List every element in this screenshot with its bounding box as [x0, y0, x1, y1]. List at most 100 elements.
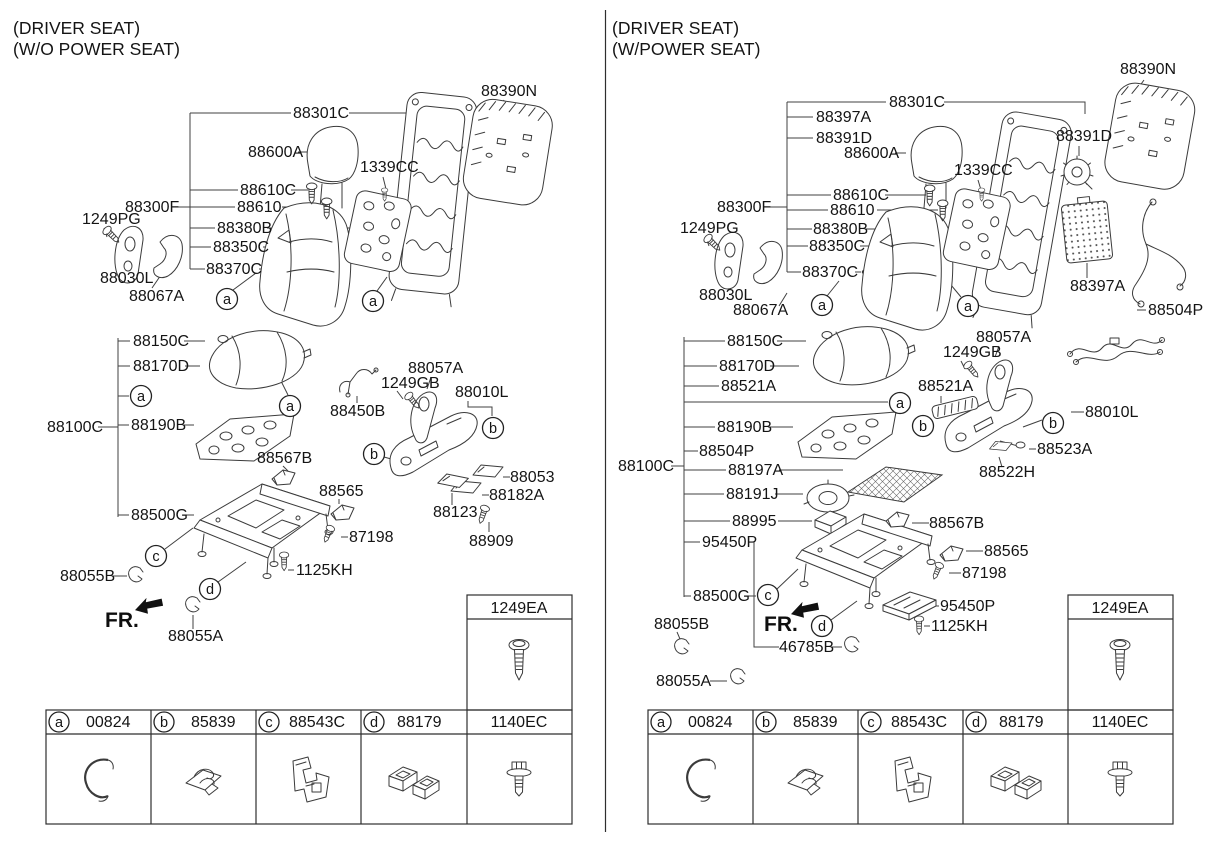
tapping-screw-icon	[1109, 639, 1131, 681]
wire-harness-clip-icon	[787, 768, 824, 796]
hex-flange-bolt-icon	[1107, 761, 1133, 797]
svg-text:b: b	[1049, 416, 1057, 432]
part-label-88190B: 88190B	[717, 419, 772, 436]
part-label-88150C: 88150C	[727, 333, 783, 350]
svg-text:b: b	[160, 715, 168, 731]
hog-ring-clip-icon	[84, 758, 115, 803]
headrest-88600A	[306, 125, 359, 209]
wire-bracket-88450B	[339, 367, 379, 398]
svg-text:d: d	[972, 715, 980, 731]
svg-text:c: c	[152, 549, 159, 565]
right-panel-w-power-seat: (DRIVER SEAT) (W/POWER SEAT)	[612, 18, 1203, 825]
part-label-1339CC: 1339CC	[360, 159, 419, 176]
hex-flange-bolt-icon	[506, 761, 532, 797]
svg-text:b: b	[762, 715, 770, 731]
seat-cushion-88100C	[208, 330, 312, 390]
marker-b: b	[362, 442, 386, 466]
part-label-1125KH: 1125KH	[931, 618, 988, 635]
clip-88055A	[730, 668, 746, 685]
screw-1125KH	[278, 551, 290, 572]
part-label-88170D: 88170D	[719, 358, 775, 375]
legend-part-85839: 85839	[191, 714, 236, 731]
part-label-88397A: 88397A	[816, 109, 871, 126]
right-markers: a a a b b c d	[756, 293, 1065, 638]
left-legend-table: a b c d 00824 85839 88543C 88179 1140EC	[45, 709, 573, 825]
part-label-88397A: 88397A	[1070, 278, 1125, 295]
part-label-88010L: 88010L	[455, 384, 508, 401]
part-label-88057A: 88057A	[976, 329, 1031, 346]
legend-marker-a: a	[650, 711, 672, 733]
left-screw-box-1249EA: 1249EA	[466, 594, 573, 711]
part-label-88504P: 88504P	[699, 443, 754, 460]
left-panel-wo-power-seat: (DRIVER SEAT) (W/O POWER SEAT) a	[13, 18, 573, 825]
marker-a: a	[129, 384, 153, 408]
marker-a: a	[278, 394, 302, 418]
svg-text:b: b	[370, 447, 378, 463]
part-label-88390N: 88390N	[481, 83, 537, 100]
part-label-1249EA: 1249EA	[491, 600, 548, 617]
part-label-88600A: 88600A	[248, 144, 303, 161]
part-label-1249EA: 1249EA	[1092, 600, 1149, 617]
part-label-88909: 88909	[469, 533, 514, 550]
side-shield-88010L	[389, 412, 478, 477]
part-label-1125KH: 1125KH	[296, 562, 353, 579]
part-label-95450P: 95450P	[940, 598, 995, 615]
part-label-88500G: 88500G	[693, 588, 750, 605]
part-label-88380B: 88380B	[813, 221, 868, 238]
part-label-88010L: 88010L	[1085, 404, 1138, 421]
screw-88909	[475, 503, 491, 526]
legend-part-00824: 00824	[86, 714, 131, 731]
double-hook-clamp-clip-icon	[292, 756, 330, 803]
part-label-88600A: 88600A	[844, 145, 899, 162]
part-label-88523A: 88523A	[1037, 441, 1092, 458]
cushion-pad-88190B	[797, 411, 897, 460]
side-covers-88030L-88067A	[714, 231, 783, 290]
part-label-88030L: 88030L	[100, 270, 153, 287]
part-label-88565: 88565	[984, 543, 1029, 560]
part-label-88391D: 88391D	[1056, 128, 1112, 145]
part-label-1249PG: 1249PG	[680, 220, 739, 237]
marker-a: a	[215, 287, 239, 311]
marker-b: b	[481, 416, 505, 440]
controller-95450P	[882, 591, 937, 621]
part-label-88067A: 88067A	[129, 288, 184, 305]
marker-d: d	[198, 577, 222, 601]
screw-88610C	[923, 184, 936, 207]
svg-text:d: d	[370, 715, 378, 731]
part-label-88610: 88610	[830, 202, 875, 219]
part-label-88565: 88565	[319, 483, 364, 500]
svg-text:a: a	[818, 298, 827, 314]
fr-direction-label: FR.	[764, 613, 798, 636]
part-label-88197A: 88197A	[728, 462, 783, 479]
part-label-88567B: 88567B	[257, 450, 312, 467]
left-markers: a a a a b b c d	[129, 287, 505, 601]
part-label-88055A: 88055A	[656, 673, 711, 690]
svg-text:d: d	[206, 582, 214, 598]
legend-part-1140EC: 1140EC	[1092, 714, 1149, 731]
legend-marker-b: b	[153, 711, 175, 733]
wire-harness-clip-icon	[185, 768, 222, 796]
part-label-88057A: 88057A	[408, 360, 463, 377]
clip-88055A	[185, 596, 201, 613]
legend-marker-d: d	[965, 711, 987, 733]
right-screw-box-1249EA: 1249EA	[1067, 594, 1174, 711]
svg-text:b: b	[919, 419, 927, 435]
part-label-87198: 87198	[349, 529, 394, 546]
clip-46785B	[844, 636, 860, 653]
part-label-88100C: 88100C	[618, 458, 674, 475]
left-title-line1: (DRIVER SEAT)	[13, 18, 140, 38]
hog-ring-clip-icon	[686, 758, 717, 803]
part-label-95450P: 95450P	[702, 534, 757, 551]
part-label-1339CC: 1339CC	[954, 162, 1013, 179]
part-label-88123: 88123	[433, 504, 478, 521]
right-title-line1: (DRIVER SEAT)	[612, 18, 739, 38]
legend-part-00824: 00824	[688, 714, 733, 731]
screw-1125KH	[913, 615, 925, 636]
double-box-clip-icon	[990, 766, 1042, 800]
marker-d: d	[810, 614, 834, 638]
legend-part-88543C: 88543C	[891, 714, 947, 731]
legend-part-85839: 85839	[793, 714, 838, 731]
part-label-88450B: 88450B	[330, 403, 385, 420]
part-label-88301C: 88301C	[889, 94, 945, 111]
part-label-88504P: 88504P	[1148, 302, 1203, 319]
